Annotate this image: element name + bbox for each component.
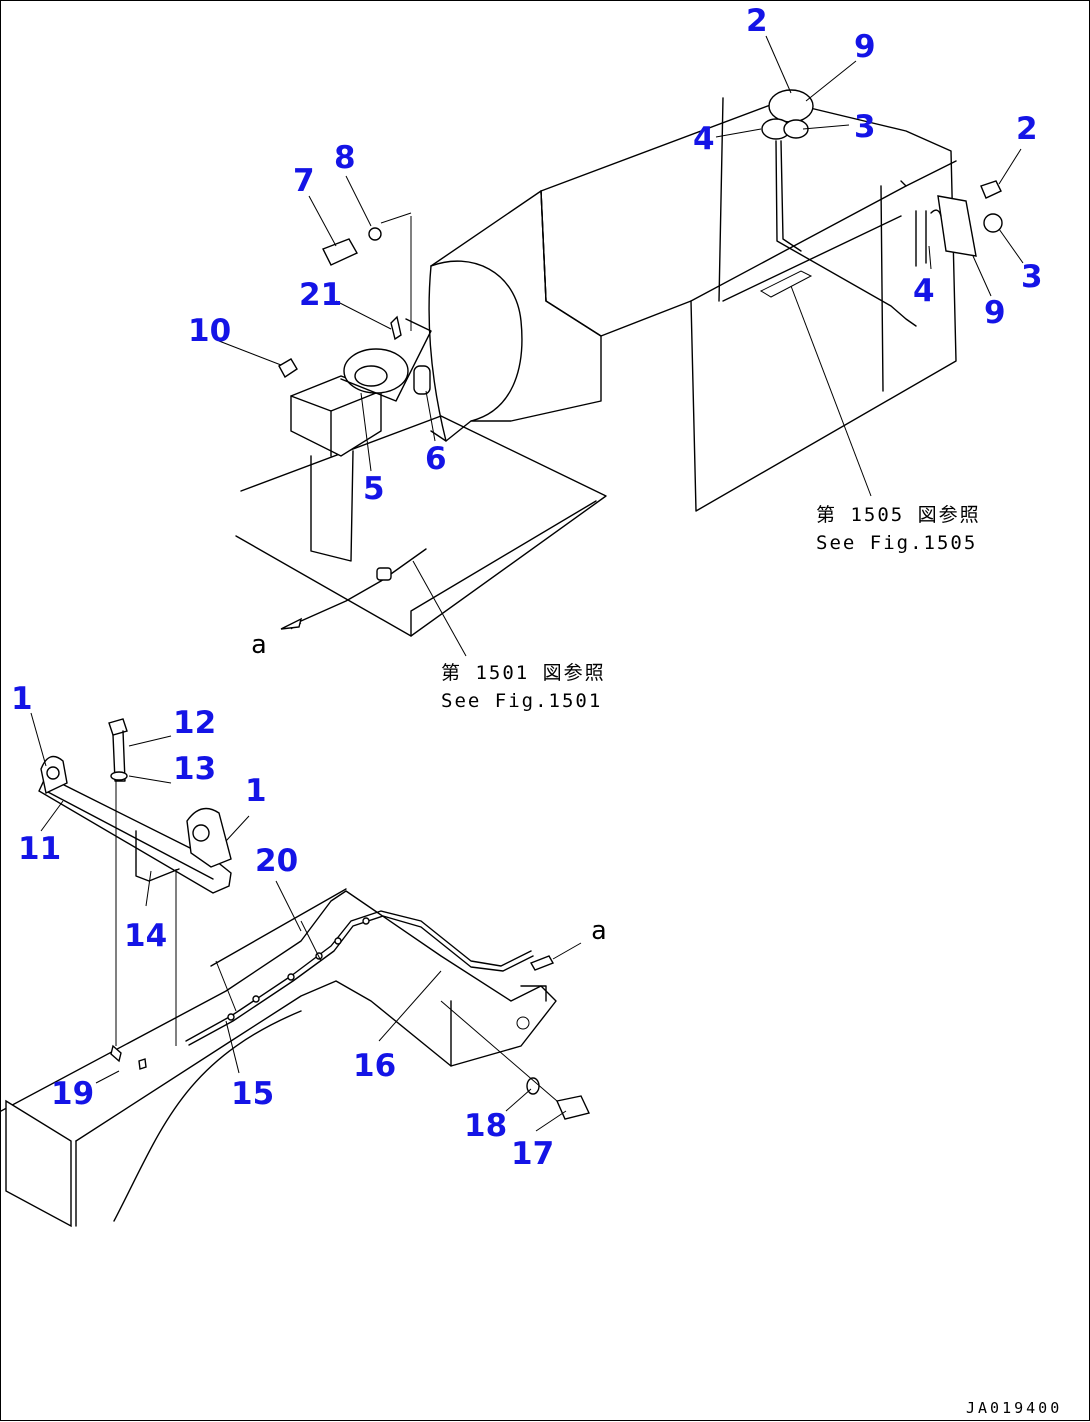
callout-10: 10: [188, 313, 231, 349]
arrow-label-a: a: [251, 630, 267, 660]
ref-fig1501-jp: 第 1501 図参照: [441, 662, 606, 684]
callout-9: 9: [854, 29, 876, 65]
callout-2: 2: [746, 3, 768, 39]
callout-11: 11: [18, 831, 61, 867]
callout-3: 3: [1021, 259, 1043, 295]
leader-lines-upper: [308, 35, 1024, 657]
callout-20: 20: [255, 843, 298, 879]
reference-notes: 第 1505 図参照 See Fig.1505 第 1501 図参照 See F…: [441, 504, 981, 712]
callout-1: 1: [245, 773, 267, 809]
callout-19: 19: [51, 1076, 94, 1112]
callout-8: 8: [334, 140, 356, 176]
callout-15: 15: [231, 1076, 274, 1112]
arrow-label-a: a: [591, 916, 607, 946]
callout-16: 16: [353, 1048, 396, 1084]
callout-4: 4: [693, 121, 715, 157]
callout-17: 17: [511, 1136, 554, 1172]
callout-12: 12: [173, 705, 216, 741]
callout-4: 4: [913, 273, 935, 309]
callout-1: 1: [11, 681, 33, 717]
drawing-code: JA019400: [966, 1399, 1062, 1417]
callout-13: 13: [173, 751, 216, 787]
upper-body-outline: [218, 89, 1003, 637]
callout-18: 18: [464, 1108, 507, 1144]
leader-lines-lower: [30, 712, 567, 1132]
arrow-labels: a a: [251, 630, 607, 946]
callout-6: 6: [425, 441, 447, 477]
callout-numbers: 2 9 3 4 2 3 4 9 7 8 21 10 5 6 1 12 13 1 …: [11, 3, 1043, 1172]
callout-2: 2: [1016, 111, 1038, 147]
callout-3: 3: [854, 109, 876, 145]
ref-fig1501-en: See Fig.1501: [441, 690, 602, 712]
callout-5: 5: [363, 471, 385, 507]
ref-fig1505-en: See Fig.1505: [816, 532, 977, 554]
callout-7: 7: [293, 163, 315, 199]
callout-21: 21: [299, 277, 342, 313]
callout-9: 9: [984, 295, 1006, 331]
lower-body-outline: [1, 718, 590, 1228]
callout-14: 14: [124, 918, 167, 954]
ref-fig1505-jp: 第 1505 図参照: [816, 504, 981, 526]
